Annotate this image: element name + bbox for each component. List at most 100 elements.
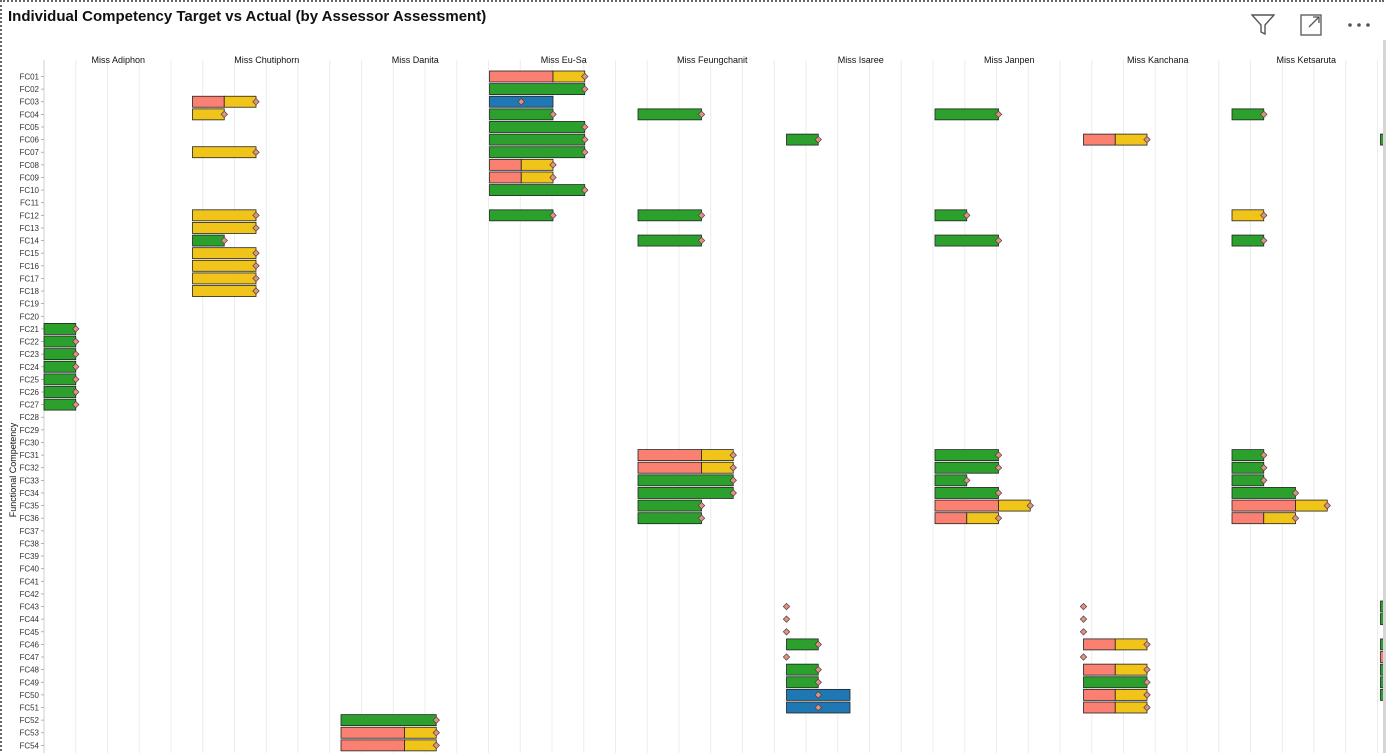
target-marker	[252, 274, 260, 283]
target-marker	[1079, 628, 1088, 636]
target-marker	[1079, 615, 1088, 623]
target-marker	[252, 98, 260, 106]
target-marker	[1143, 691, 1151, 699]
panel-title: Miss Danita	[392, 55, 439, 65]
panel-1: Miss Chutiphorn	[192, 55, 299, 297]
bar-segment	[340, 726, 405, 739]
target-marker	[72, 375, 80, 384]
more-options-icon[interactable]	[1346, 12, 1372, 38]
bar-segment	[1380, 638, 1383, 651]
target-marker	[581, 85, 589, 93]
bar-segment	[192, 222, 257, 234]
panel-title: Miss Ketsaruta	[1276, 55, 1336, 65]
target-marker	[729, 489, 737, 497]
bar-segment	[404, 726, 437, 739]
bar-segment	[1380, 688, 1383, 701]
chart-title: Individual Competency Target vs Actual (…	[8, 8, 487, 25]
panel-title: Miss Feungchanit	[677, 55, 748, 65]
bar-segment	[637, 108, 702, 121]
target-marker	[72, 400, 80, 409]
bar-segment	[489, 108, 554, 121]
y-tick-label: FC46	[19, 640, 39, 649]
target-marker	[1323, 501, 1331, 510]
panel-3: Miss Eu-Sa	[489, 55, 589, 222]
bar-segment	[1231, 234, 1265, 247]
bar-segment	[489, 209, 554, 222]
target-marker	[782, 615, 791, 623]
target-marker	[220, 236, 228, 245]
target-marker	[1260, 236, 1268, 245]
bar-segment	[701, 449, 734, 462]
panel-title: Miss Janpen	[984, 55, 1035, 65]
target-marker	[432, 729, 440, 737]
bar-segment	[43, 322, 77, 335]
panel-4: Miss Feungchanit	[637, 55, 748, 525]
y-tick-label: FC42	[19, 590, 39, 599]
target-marker	[1260, 110, 1268, 119]
y-tick-label: FC54	[19, 741, 39, 750]
panel-title: Miss Eu-Sa	[541, 55, 587, 65]
bar-segment	[637, 499, 702, 512]
bar-segment	[1263, 512, 1296, 525]
y-tick-label: FC05	[19, 123, 39, 132]
bar-segment	[637, 234, 702, 247]
y-tick-label: FC43	[19, 603, 39, 612]
bar-segment	[489, 158, 522, 171]
bar-segment	[192, 272, 257, 285]
bar-segment	[1231, 108, 1265, 121]
target-marker	[252, 211, 260, 220]
bar-segment	[934, 461, 999, 474]
y-tick-label: FC12	[19, 211, 39, 220]
target-marker	[697, 110, 706, 119]
target-marker	[549, 110, 557, 119]
panel-0: Miss Adiphon	[43, 55, 145, 411]
y-tick-label: FC08	[19, 161, 39, 170]
target-marker	[814, 665, 822, 674]
bar-segment	[1231, 474, 1265, 487]
chart-area: Functional Competency FC01FC02FC03FC04FC…	[8, 55, 1383, 753]
vertical-scrollbar[interactable]	[1383, 40, 1386, 753]
panel-8: Miss Ketsaruta	[1231, 55, 1336, 525]
target-marker	[220, 110, 228, 119]
filter-icon[interactable]	[1250, 12, 1276, 38]
focus-mode-icon[interactable]	[1298, 12, 1324, 38]
y-tick-label: FC45	[19, 628, 39, 637]
target-marker	[814, 691, 822, 699]
bar-segment	[43, 348, 77, 361]
y-tick-label: FC04	[19, 110, 39, 119]
bar-segment	[786, 133, 819, 146]
y-tick-label: FC51	[19, 704, 39, 713]
y-tick-label: FC07	[19, 148, 39, 157]
bar-segment	[1231, 461, 1265, 474]
target-marker	[697, 211, 706, 220]
bar-segment	[934, 512, 968, 525]
bar-segment	[489, 70, 554, 83]
bar-segment	[1114, 688, 1148, 701]
target-marker	[729, 464, 737, 472]
target-marker	[782, 628, 791, 636]
y-tick-label: FC18	[19, 287, 39, 296]
bar-segment	[1114, 701, 1148, 714]
target-marker	[432, 716, 440, 724]
target-marker	[72, 325, 80, 333]
y-tick-label: FC21	[19, 325, 39, 334]
y-tick-label: FC03	[19, 98, 39, 107]
bar-segment	[637, 474, 734, 487]
panel-6: Miss Janpen	[934, 55, 1035, 525]
bar-segment	[192, 247, 257, 260]
target-marker	[581, 72, 589, 81]
target-marker	[782, 653, 791, 661]
target-marker	[1260, 476, 1268, 485]
panel-5: Miss Isaree	[782, 55, 884, 714]
target-marker	[252, 148, 260, 156]
target-marker	[581, 135, 589, 144]
target-marker	[1143, 135, 1151, 144]
target-marker	[1260, 464, 1268, 472]
target-marker	[1079, 653, 1088, 661]
bar-segment	[786, 638, 819, 651]
bar-segment	[520, 158, 554, 171]
bar-segment	[43, 386, 77, 398]
y-tick-label: FC32	[19, 464, 39, 473]
bar-segment	[1295, 499, 1328, 512]
bar-segment	[223, 95, 257, 108]
